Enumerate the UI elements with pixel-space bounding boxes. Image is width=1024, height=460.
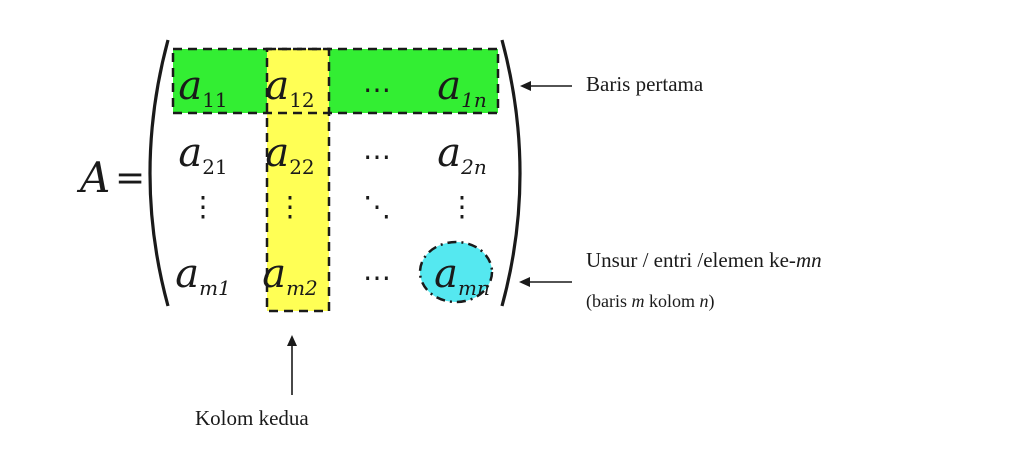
element-label-text: Unsur / entri /elemen ke- [586,248,796,272]
element-label-line2-a: (baris [586,291,631,312]
element-label-var: mn [796,248,822,272]
matrix-entry-r2-c4: a2n [437,130,486,179]
element-label-line2-m: m [631,291,644,311]
matrix-entry-r3-c4: ⋮ [448,190,476,223]
matrix-entry-r4-c2: am2 [262,251,318,300]
matrix-entry-r1-c1: a11 [178,63,227,112]
first-row-label: Baris pertama [586,72,704,96]
matrix-entry-r2-c1: a21 [178,130,227,179]
element-mn-highlight [418,240,494,304]
second-column-highlight [267,49,329,311]
matrix-entry-r4-c1: am1 [175,251,231,300]
matrix-entry-r3-c3: ⋱ [363,190,391,223]
row-arrow [520,81,572,91]
matrix-entry-r3-c1: ⋮ [189,190,217,223]
equals-sign: = [115,158,145,199]
matrix-entry-r3-c2: ⋮ [276,190,304,223]
element-label-line2-b: kolom [644,291,699,311]
element-label-line1: Unsur / entri /elemen ke-mn [586,248,822,272]
matrix-entry-r1-c3: ⋯ [363,73,391,106]
element-label-line2: (baris m kolom n) [586,291,715,312]
first-row-highlight [173,49,498,113]
matrix-entry-r4-c3: ⋯ [363,261,391,294]
column-arrow [287,335,297,395]
right-parenthesis [500,39,522,307]
matrix-name: A [76,153,110,202]
matrix-entry-r2-c3: ⋯ [363,140,391,173]
element-label-line2-c: ) [709,291,715,312]
matrix-entry-r1-c2: a12 [265,63,314,112]
matrix-entries: a11 a12 ⋯ a1n a21 a22 ⋯ a2n ⋮ ⋮ ⋱ ⋮ am1 am2 ⋯ amn [175,63,490,300]
matrix-entry-r4-c4: amn [434,251,490,300]
left-parenthesis [148,39,170,307]
matrix-entry-r2-c2: a22 [265,130,314,179]
element-label-line2-n: n [700,291,709,311]
second-column-outline [265,47,331,313]
element-arrow [519,277,572,287]
second-column-label: Kolom kedua [195,406,309,430]
matrix-entry-r1-c4: a1n [437,63,486,112]
